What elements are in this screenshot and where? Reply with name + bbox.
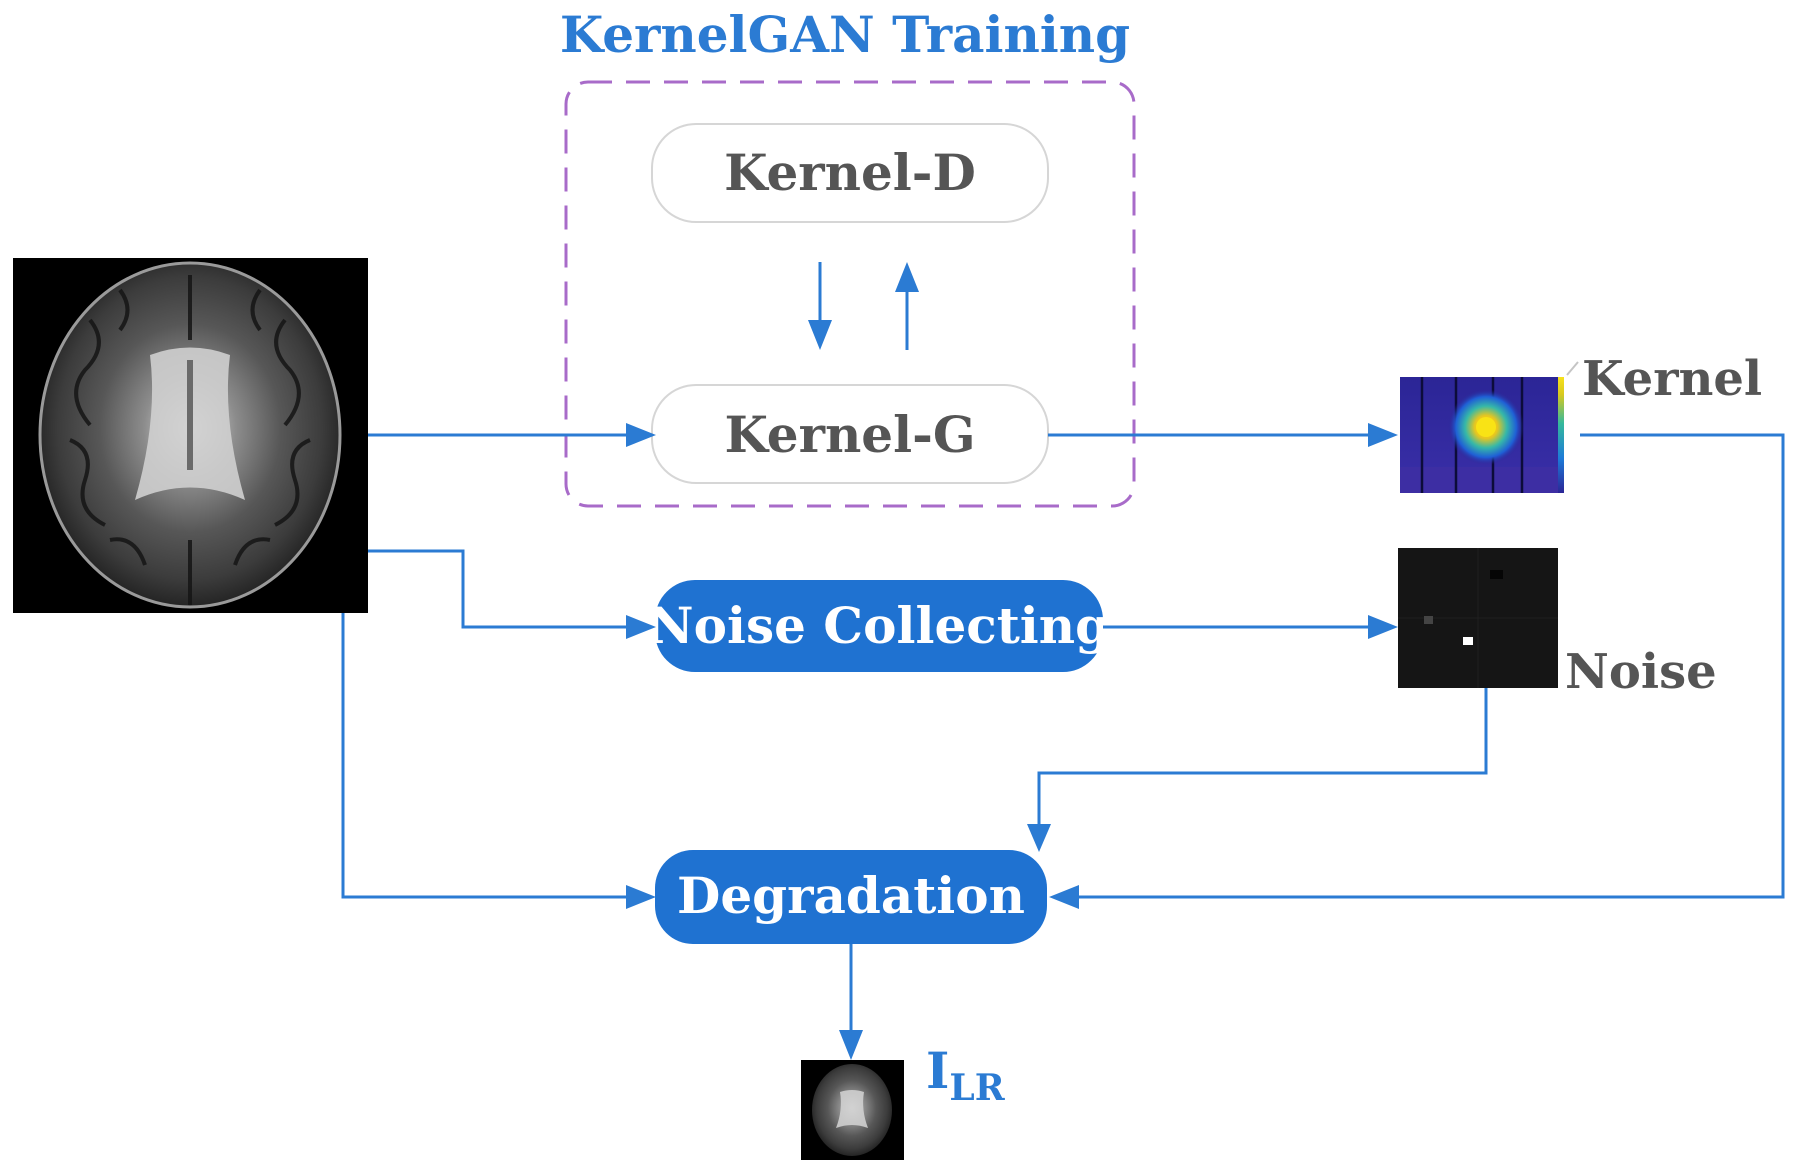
kernel-g-label: Kernel-G [724,405,975,464]
degradation-label: Degradation [677,866,1025,925]
up-arrow-icon [895,262,919,350]
kernel-label: Kernel [1582,351,1762,407]
arrow-brain-to-noise-collecting [368,549,656,639]
kernel-d-label: Kernel-D [724,143,976,202]
output-lr-image [801,1060,904,1160]
arrow-brain-to-degradation [341,613,656,909]
noise-collecting-node: Noise Collecting [648,580,1110,672]
noise-patch-image [1398,548,1558,688]
kernelgan-title: KernelGAN Training [560,5,1130,64]
arrow-noise-to-degradation [1027,688,1488,852]
arrow-noise-collecting-to-noise [1103,615,1398,639]
kernel-heatmap-image [1400,361,1579,493]
noise-collecting-label: Noise Collecting [648,596,1110,655]
noise-label: Noise [1565,644,1717,700]
brain-mri-image [13,258,368,613]
kernel-g-node: Kernel-G [651,384,1049,484]
kernelgan-frame [564,80,1136,508]
degradation-node: Degradation [655,850,1047,944]
arrow-kernel-to-degradation [1049,433,1785,909]
arrow-degradation-to-output [839,944,863,1060]
arrow-kernel-g-to-kernel [1048,423,1398,447]
ilr-label: ILR [926,1041,1006,1109]
kernel-d-node: Kernel-D [651,123,1049,223]
arrow-brain-to-kernel-g [368,423,656,447]
down-arrow-icon [808,262,832,350]
